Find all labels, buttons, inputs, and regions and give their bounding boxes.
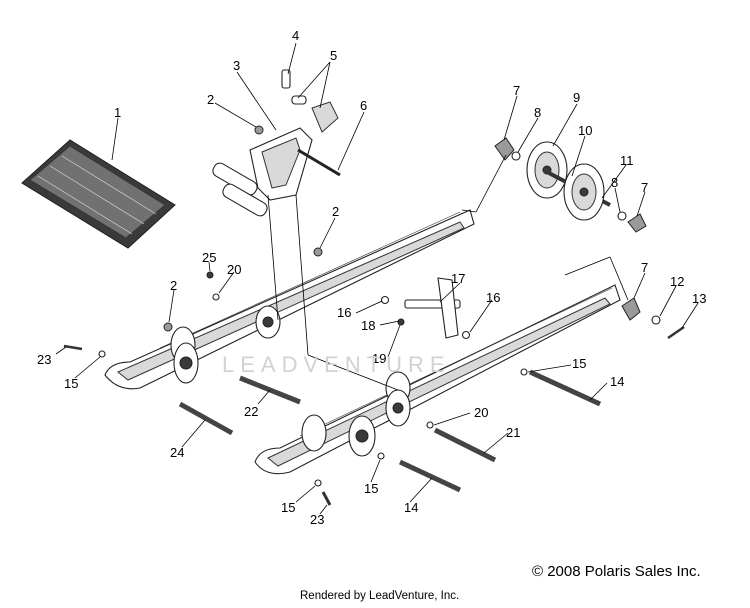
part-19-nut [397, 318, 405, 326]
callout-24: 24 [170, 445, 184, 460]
callout-14: 14 [610, 374, 624, 389]
callout-18: 18 [361, 318, 375, 333]
callout-10: 10 [578, 123, 592, 138]
copyright-text: © 2008 Polaris Sales Inc. [532, 563, 701, 580]
callout-labels: 1 2 2 2 3 4 5 6 7 7 7 8 8 9 10 11 12 13 … [37, 28, 706, 527]
callout-15: 15 [364, 481, 378, 496]
rendered-by-text: Rendered by LeadVenture, Inc. [300, 590, 460, 602]
callout-15: 15 [281, 500, 295, 515]
callout-8: 8 [534, 105, 541, 120]
callout-11: 11 [620, 153, 634, 168]
small-fasteners [63, 247, 528, 506]
callout-23: 23 [310, 512, 324, 527]
callout-8: 8 [611, 175, 618, 190]
callout-16: 16 [337, 305, 351, 320]
part-12-13-hardware [651, 315, 685, 340]
callout-15: 15 [64, 376, 78, 391]
part-9-wheel [526, 141, 568, 199]
callout-23: 23 [37, 352, 51, 367]
part-2-nut-top [254, 125, 264, 135]
rail-idler-wheels [170, 305, 411, 457]
part-1-track-slide [21, 139, 176, 249]
callout-21: 21 [506, 425, 520, 440]
callout-2: 2 [332, 204, 339, 219]
callout-7: 7 [641, 260, 648, 275]
callout-4: 4 [292, 28, 299, 43]
callout-7: 7 [513, 83, 520, 98]
callout-14: 14 [404, 500, 418, 515]
callout-16: 16 [486, 290, 500, 305]
part-16-washers [380, 295, 471, 340]
callout-17: 17 [451, 271, 465, 286]
leader-lines [55, 42, 699, 515]
callout-12: 12 [670, 274, 684, 289]
part-17-bracket [404, 277, 461, 339]
callout-2: 2 [170, 278, 177, 293]
callout-9: 9 [573, 90, 580, 105]
callout-6: 6 [360, 98, 367, 113]
callout-25: 25 [202, 250, 216, 265]
callout-1: 1 [114, 105, 121, 120]
part-4-bolt [281, 69, 291, 89]
callout-19: 19 [372, 351, 386, 366]
part-8-washers [511, 151, 627, 221]
callout-15: 15 [572, 356, 586, 371]
callout-2: 2 [207, 92, 214, 107]
watermark-text: LEADVENTURE [222, 352, 451, 377]
callout-7: 7 [641, 180, 648, 195]
callout-20: 20 [227, 262, 241, 277]
part-3-front-arm [212, 127, 313, 217]
part-6-shaft [297, 148, 341, 177]
callout-13: 13 [692, 291, 706, 306]
callout-22: 22 [244, 404, 258, 419]
part-11-wheel [563, 163, 605, 221]
callout-5: 5 [330, 48, 337, 63]
part-7-wheel-caps [494, 137, 647, 321]
left-rail [104, 209, 475, 390]
callout-3: 3 [233, 58, 240, 73]
callout-20: 20 [474, 405, 488, 420]
part-5-bushings [291, 95, 339, 133]
